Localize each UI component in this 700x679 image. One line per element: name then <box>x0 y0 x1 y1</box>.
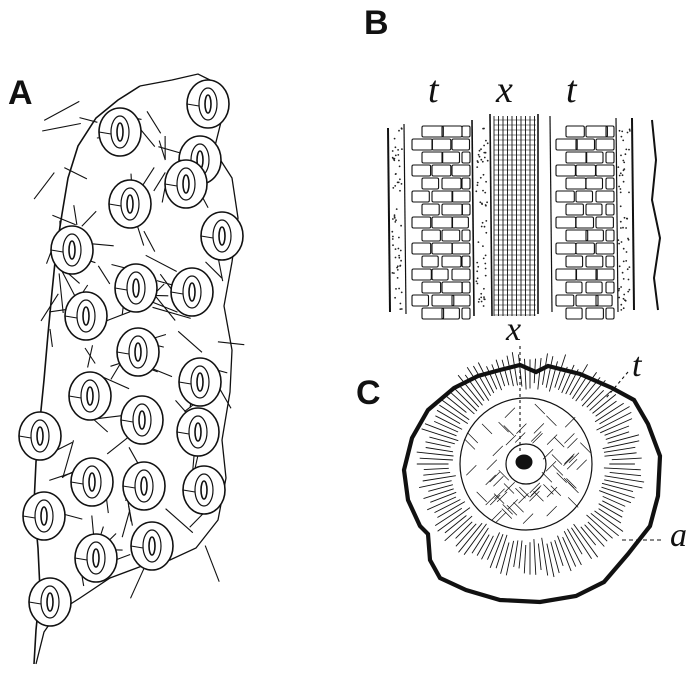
panel-c-cross-section <box>401 346 664 605</box>
stoma <box>74 533 118 583</box>
panel-c-xylem-hatching <box>464 403 591 524</box>
stoma <box>120 395 164 445</box>
stoma <box>70 457 114 507</box>
stoma <box>50 225 94 275</box>
stoma <box>164 159 208 209</box>
stoma <box>200 211 244 261</box>
panel-b-tracheids-left <box>411 125 471 320</box>
panel-b-longitudinal-section <box>387 113 662 320</box>
panel-b-xylem-vessels <box>493 116 536 316</box>
stoma <box>116 327 160 377</box>
panel-b-label-t-left: t <box>428 69 440 111</box>
panel-c-cambium-ring <box>459 397 593 531</box>
stoma <box>22 491 66 541</box>
panel-a-stomata <box>18 79 244 627</box>
panel-c-pith-core <box>515 454 533 470</box>
panel-c-radial-rays <box>416 352 645 578</box>
panel-c-pith-ring <box>505 443 547 485</box>
panel-a-epidermis <box>18 73 245 665</box>
panel-b-tracheids-right <box>555 125 615 320</box>
stoma <box>130 521 174 571</box>
panel-b-label-t-right: t <box>566 69 578 111</box>
panel-a-letter: A <box>8 74 33 112</box>
stoma <box>64 291 108 341</box>
panel-b-label-x: x <box>495 69 513 111</box>
stoma <box>114 263 158 313</box>
stoma <box>176 407 220 457</box>
stoma <box>18 411 62 461</box>
stoma <box>28 577 72 627</box>
stoma <box>186 79 230 129</box>
stoma <box>122 461 166 511</box>
stoma <box>108 179 152 229</box>
panel-b-stippling <box>391 127 631 311</box>
panel-c-label-a: a <box>670 517 687 554</box>
stoma <box>68 371 112 421</box>
panel-c-letter: C <box>356 374 381 412</box>
panel-a-torn-edge <box>33 85 141 665</box>
panel-c-label-x: x <box>505 311 521 348</box>
stoma <box>170 267 214 317</box>
stoma <box>182 465 226 515</box>
panel-c-outer-bark <box>401 362 663 605</box>
stoma <box>98 107 142 157</box>
stoma <box>178 357 222 407</box>
panel-b-letter: B <box>364 4 389 42</box>
panel-c-label-t: t <box>632 347 643 384</box>
